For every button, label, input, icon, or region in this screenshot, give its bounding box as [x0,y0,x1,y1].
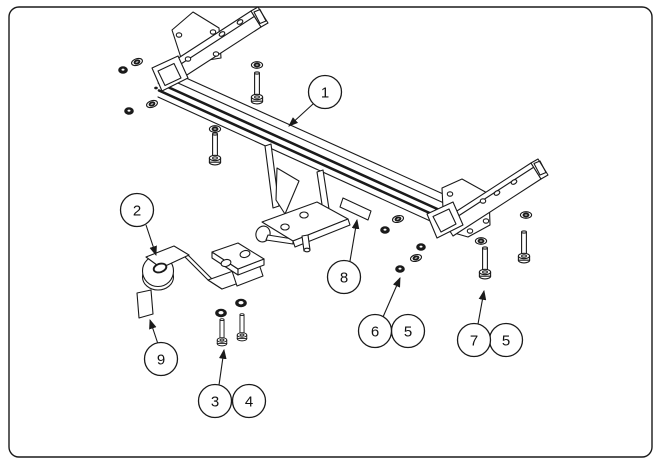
label-sticker [136,289,154,319]
crossbar-left-end [151,55,189,92]
nut [380,226,390,234]
callouts: 1 2 3 4 5 5 6 7 [119,74,524,419]
nut [416,243,426,251]
callout-3: 3 [197,383,233,419]
nut-item-6 [395,265,405,273]
callout-2: 2 [119,192,155,228]
crossbar-right-end [426,201,464,239]
callout-5a: 5 [390,313,426,349]
callout-5b: 5 [488,322,524,358]
spring-washer [215,308,227,318]
callout-1-number: 1 [321,85,329,102]
washer [250,60,264,70]
nut [124,107,134,115]
spring-washer [235,298,247,308]
right-side-arm [426,158,549,239]
center-bracket [255,143,351,253]
callout-5a-number: 5 [404,324,412,341]
callout-3-number: 3 [211,394,219,411]
reinforcement-plate [339,197,372,221]
callout-8: 8 [326,259,362,295]
callout-7-number: 7 [470,333,478,350]
left-side-arm [151,6,269,92]
towball-hole [152,262,168,274]
nut [118,66,128,74]
callout-1: 1 [307,74,343,110]
ball-mount-tongue [141,242,265,291]
crossbar [157,67,463,231]
callout-6-number: 6 [371,324,379,341]
callout-8-number: 8 [340,270,348,287]
callout-9: 9 [143,341,179,377]
callout-9-number: 9 [157,352,165,369]
washer [519,210,533,220]
callout-7: 7 [456,322,492,358]
callout-4-number: 4 [245,394,253,411]
washer [474,236,488,246]
callout-5b-number: 5 [502,333,510,350]
callout-4: 4 [231,383,267,419]
leader-lines [145,103,487,386]
callout-2-number: 2 [133,203,141,220]
washer [208,124,222,134]
callout-6: 6 [357,313,393,349]
